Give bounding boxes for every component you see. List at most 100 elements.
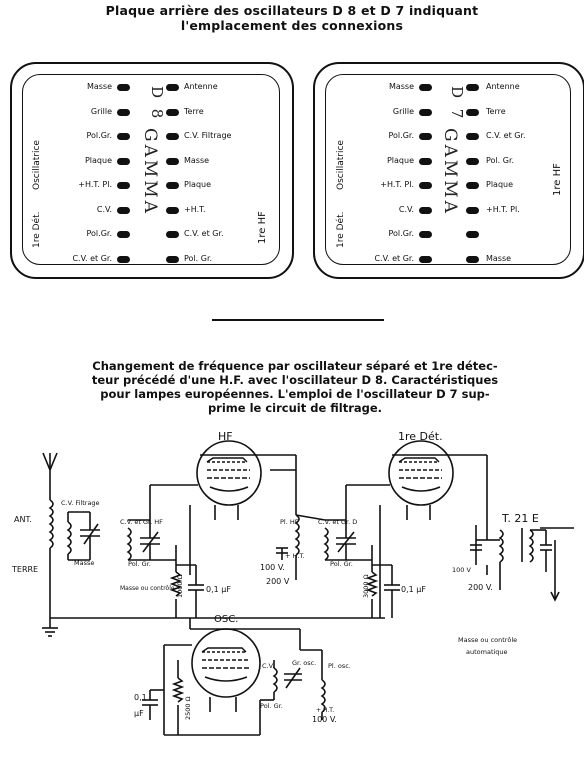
- plate-d7-right-pin-7: [466, 255, 479, 263]
- label-ht-hf: + H.T.: [285, 552, 305, 560]
- label-gr-osc: Gr. osc.: [292, 659, 316, 667]
- plate-d8-left-pin-1: [117, 108, 130, 116]
- plate-d7-left-pin-0: [419, 84, 432, 91]
- header-line-2: l'emplacement des connexions: [180, 18, 404, 33]
- plate-d8-left-pin-7: [117, 255, 130, 263]
- tube-osc: [191, 628, 261, 712]
- osc-grid-resistor: [171, 677, 185, 703]
- plate-d8-right-pin-7: [166, 255, 179, 263]
- plate-d8-right-pin-5: [166, 206, 179, 214]
- label-r1: 1000 Ω: [176, 574, 184, 598]
- plate-d8-right-label-5: +H.T.: [184, 204, 206, 214]
- label-c3a: 0,1: [134, 693, 147, 702]
- plate-d7-left-pin-1: [419, 108, 432, 116]
- label-ht-osc: + H.T.: [316, 707, 334, 714]
- plate-d7-right-pin-2: [466, 133, 479, 140]
- plate-d8-right-pin-0: [166, 84, 179, 91]
- label-cv-osc: C.V.: [262, 662, 274, 670]
- label-r2: 3000 Ω: [362, 574, 370, 598]
- plate-d8-left-label-3: Plaque: [84, 155, 112, 165]
- hf-grid-coil: [126, 527, 132, 561]
- label-masse-filter: Masse: [74, 559, 94, 567]
- antenna-symbol: [42, 452, 58, 500]
- label-masse-controle: Masse ou contrôle: [120, 585, 175, 592]
- caption-line-2: teur précédé d'une H.F. avec l'oscillate…: [91, 373, 499, 387]
- plate-d8-right-label-2: C.V. Filtrage: [184, 131, 232, 140]
- plate-d8-left-label-1: Grille: [90, 106, 112, 116]
- label-cv-gr-det: C.V. et Gr. D: [318, 518, 357, 526]
- caption-line-4: prime le circuit de filtrage.: [207, 401, 383, 415]
- plate-d8-right-label-6: C.V. et Gr.: [184, 229, 224, 238]
- label-100v-det: 100 V: [452, 566, 471, 574]
- caption-line-1: Changement de fréquence par oscillateur …: [92, 359, 498, 373]
- label-pol-gr-hf: Pol. Gr.: [128, 560, 151, 568]
- plate-d8-left-label-6: Pol.Gr.: [86, 229, 113, 238]
- label-masse-auto-1: Masse ou contrôle: [458, 636, 517, 644]
- label-pl-hf: Pl. HF: [280, 518, 299, 526]
- plate-d7-left-pin-7: [419, 255, 432, 263]
- plate-d8-right-pin-3: [166, 157, 179, 165]
- plate-d8-right-label-3: Masse: [184, 155, 210, 165]
- plate-d7-left-pin-5: [419, 206, 432, 214]
- plate-d7-right-pin-0: [466, 84, 479, 91]
- plate-d8-right-pin-4: [166, 182, 179, 189]
- plate-d7-left-label-2: Pol.Gr.: [388, 131, 415, 140]
- plate-d7: [313, 62, 584, 279]
- plate-d7-left-pin-3: [419, 157, 432, 165]
- label-ant: ANT.: [14, 515, 32, 524]
- osc-plate-coil: [320, 679, 326, 713]
- plate-d8-right-label-7: Pol. Gr.: [184, 253, 213, 263]
- plate-d7-left-pin-2: [419, 133, 432, 140]
- if-transformer: [470, 525, 574, 602]
- plate-d8-right-pin-1: [166, 108, 179, 116]
- plate-d8-left-pin-2: [117, 133, 130, 140]
- plate-d8-left-label-7: C.V. et Gr.: [72, 253, 112, 263]
- plate-d8-right-label-4: Plaque: [184, 180, 212, 189]
- plate-d7-right-label-4: Plaque: [486, 180, 514, 189]
- plate-d8-left-label-5: C.V.: [96, 204, 112, 214]
- osc-tuning-capacitor: [284, 667, 302, 689]
- plate-d7-left-label-5: C.V.: [398, 204, 414, 214]
- plate-d7-right-label-1: Terre: [486, 106, 506, 116]
- label-tube-osc: OSC.: [214, 614, 238, 625]
- det-bypass-capacitor: [384, 565, 400, 618]
- label-200v-hf: 200 V: [266, 577, 290, 586]
- plate-d8-right-label-0: Antenne: [184, 82, 218, 91]
- ground-symbol: [42, 618, 58, 637]
- plate-d7-right-pin-4: [466, 182, 479, 189]
- det-grid-coil: [323, 527, 329, 561]
- caption-line-3: pour lampes européennes. L'emploi de l'o…: [100, 387, 490, 401]
- plate-d7-left-label-6: Pol.Gr.: [388, 229, 415, 238]
- label-pol-gr-det: Pol. Gr.: [330, 560, 353, 568]
- label-tube-det: 1re Dét.: [398, 430, 443, 443]
- plate-d8-left-pin-3: [117, 157, 130, 165]
- label-100v-hf: 100 V.: [260, 563, 285, 572]
- plate-d8-left-pin-0: [117, 84, 130, 91]
- plate-d7-right-pin-5: [466, 206, 479, 214]
- label-r3: 2500 Ω: [184, 696, 192, 720]
- osc-grid-coil: [272, 667, 278, 693]
- label-terre: TERRE: [11, 565, 38, 574]
- hf-cathode-resistor: [169, 571, 183, 597]
- antenna-coil: [48, 499, 54, 549]
- plate-d7-right-label-2: C.V. et Gr.: [486, 131, 526, 140]
- det-cathode-resistor: [365, 571, 379, 597]
- plate-d8-left-pin-5: [117, 206, 130, 214]
- plate-d8-left-label-0: Masse: [86, 82, 112, 91]
- plate-d7-right-label-3: Pol. Gr.: [486, 155, 515, 165]
- plate-d7-left-label-3: Plaque: [386, 155, 414, 165]
- tube-det: [388, 440, 454, 520]
- plate-d8-right-pin-6: [166, 231, 179, 238]
- plate-d7-left-pin-6: [419, 231, 432, 238]
- label-cv-gr-hf: C.V. et Gr. HF: [120, 518, 163, 526]
- plate-d7-right-label-0: Antenne: [486, 82, 520, 91]
- plate-d8: [10, 62, 294, 279]
- osc-grid-capacitor: [142, 689, 164, 720]
- plate-d8-right-label-1: Terre: [184, 106, 204, 116]
- label-cv-filtrage: C.V. Filtrage: [61, 499, 100, 507]
- hf-plate-coil: [294, 514, 300, 556]
- header-line-1: Plaque arrière des oscillateurs D 8 et D…: [105, 3, 479, 18]
- plate-d8-left-label-4: +H.T. Pl.: [78, 180, 112, 189]
- label-masse-auto-2: automatique: [466, 648, 508, 656]
- plate-d7-right-label-7: Masse: [486, 253, 512, 263]
